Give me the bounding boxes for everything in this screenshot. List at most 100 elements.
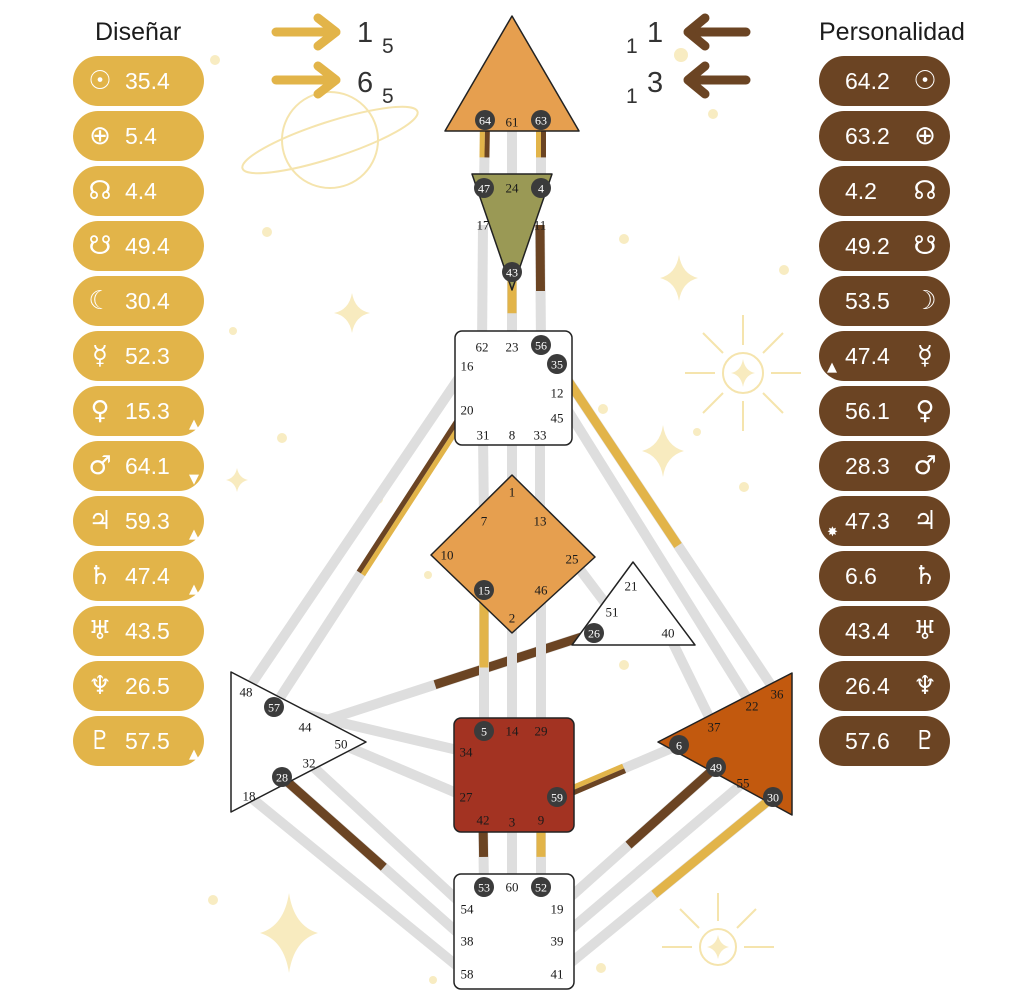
gate-4[interactable]: 4 xyxy=(538,182,544,196)
gate-30[interactable]: 30 xyxy=(767,791,779,805)
gate-51[interactable]: 51 xyxy=(606,605,619,620)
gate-62[interactable]: 62 xyxy=(476,340,489,355)
personality-activation-south-node[interactable]: 49.2☋ xyxy=(819,221,950,271)
gate-12[interactable]: 12 xyxy=(551,386,564,401)
gate-36[interactable]: 36 xyxy=(771,687,785,702)
personality-activation-mercury[interactable]: 47.4☿▲ xyxy=(819,331,950,381)
design-activation-mercury[interactable]: ☿52.3 xyxy=(73,331,204,381)
gate-46[interactable]: 46 xyxy=(535,583,549,598)
gate-3[interactable]: 3 xyxy=(509,815,516,830)
gate-44[interactable]: 44 xyxy=(299,720,313,735)
gate-11[interactable]: 11 xyxy=(534,218,547,233)
gate-1[interactable]: 1 xyxy=(509,485,516,500)
design-activation-neptune[interactable]: ♆26.5 xyxy=(73,661,204,711)
design-arrow-sub: 5 xyxy=(382,85,394,108)
gate-55[interactable]: 55 xyxy=(737,776,750,791)
gate-21[interactable]: 21 xyxy=(625,579,638,594)
gate-20[interactable]: 20 xyxy=(461,403,474,418)
heart-center[interactable] xyxy=(571,561,696,646)
earth-icon: ⊕ xyxy=(89,121,111,151)
gate-37[interactable]: 37 xyxy=(708,720,722,735)
gate-23[interactable]: 23 xyxy=(506,340,519,355)
gate-48[interactable]: 48 xyxy=(240,685,253,700)
gate-24[interactable]: 24 xyxy=(506,181,520,196)
gate-31[interactable]: 31 xyxy=(477,428,490,443)
gate-29[interactable]: 29 xyxy=(535,724,548,739)
personality-activation-mars[interactable]: 28.3♂ xyxy=(819,441,950,491)
gate-52[interactable]: 52 xyxy=(535,881,547,895)
gate-28[interactable]: 28 xyxy=(276,771,288,785)
gate-34[interactable]: 34 xyxy=(460,745,474,760)
gate-43[interactable]: 43 xyxy=(506,266,518,280)
personality-activation-earth[interactable]: 63.2⊕ xyxy=(819,111,950,161)
personality-activation-north-node[interactable]: 4.2☊ xyxy=(819,166,950,216)
design-activation-north-node[interactable]: ☊4.4 xyxy=(73,166,204,216)
design-activation-venus[interactable]: ♀15.3▲ xyxy=(73,386,204,436)
personality-activation-pluto[interactable]: 57.6♇ xyxy=(819,716,950,766)
design-activation-earth[interactable]: ⊕5.4 xyxy=(73,111,204,161)
gate-10[interactable]: 10 xyxy=(441,548,454,563)
gate-14[interactable]: 14 xyxy=(506,724,520,739)
gate-6[interactable]: 6 xyxy=(676,739,682,753)
gate-9[interactable]: 9 xyxy=(538,813,545,828)
personality-activation-venus[interactable]: 56.1♀ xyxy=(819,386,950,436)
gate-18[interactable]: 18 xyxy=(243,789,256,804)
gate-63[interactable]: 63 xyxy=(535,114,547,128)
gate-64[interactable]: 64 xyxy=(479,114,491,128)
gate-26[interactable]: 26 xyxy=(588,627,600,641)
throat-center[interactable] xyxy=(454,330,573,446)
personality-activation-uranus[interactable]: 43.4♅ xyxy=(819,606,950,656)
gate-25[interactable]: 25 xyxy=(566,552,579,567)
gate-38[interactable]: 38 xyxy=(461,934,474,949)
gate-27[interactable]: 27 xyxy=(460,790,474,805)
design-activation-jupiter[interactable]: ♃59.3▲ xyxy=(73,496,204,546)
gate-57[interactable]: 57 xyxy=(268,701,280,715)
design-activation-mars[interactable]: ♂64.1▼ xyxy=(73,441,204,491)
gate-40[interactable]: 40 xyxy=(662,626,675,641)
gate-7[interactable]: 7 xyxy=(481,514,488,529)
gate-53[interactable]: 53 xyxy=(478,881,490,895)
gate-17[interactable]: 17 xyxy=(477,218,491,233)
personality-activation-sun[interactable]: 64.2☉ xyxy=(819,56,950,106)
design-activation-uranus[interactable]: ♅43.5 xyxy=(73,606,204,656)
personality-activation-moon[interactable]: 53.5☽ xyxy=(819,276,950,326)
gate-33[interactable]: 33 xyxy=(534,428,547,443)
personality-activation-saturn[interactable]: 6.6♄ xyxy=(819,551,950,601)
g-center[interactable] xyxy=(430,474,596,634)
solar-plexus-center[interactable] xyxy=(657,672,793,816)
personality-activation-jupiter[interactable]: 47.3♃✸ xyxy=(819,496,950,546)
gate-54[interactable]: 54 xyxy=(461,902,475,917)
gate-2[interactable]: 2 xyxy=(509,611,516,626)
gate-8[interactable]: 8 xyxy=(509,428,516,443)
gate-61[interactable]: 61 xyxy=(506,115,519,130)
ajna-center[interactable] xyxy=(471,173,553,291)
gate-5[interactable]: 5 xyxy=(481,725,487,739)
head-center[interactable] xyxy=(444,15,580,132)
design-activation-saturn[interactable]: ♄47.4▲ xyxy=(73,551,204,601)
gate-15[interactable]: 15 xyxy=(478,584,490,598)
design-activation-moon[interactable]: ☾30.4 xyxy=(73,276,204,326)
design-activation-pluto[interactable]: ♇57.5▲ xyxy=(73,716,204,766)
gate-60[interactable]: 60 xyxy=(506,880,519,895)
gate-22[interactable]: 22 xyxy=(746,699,759,714)
gate-41[interactable]: 41 xyxy=(551,967,564,982)
gate-49[interactable]: 49 xyxy=(710,761,722,775)
gate-39[interactable]: 39 xyxy=(551,934,564,949)
gate-59[interactable]: 59 xyxy=(551,791,563,805)
gate-32[interactable]: 32 xyxy=(303,756,316,771)
gate-47[interactable]: 47 xyxy=(478,182,490,196)
gate-35[interactable]: 35 xyxy=(551,358,563,372)
gate-16[interactable]: 16 xyxy=(461,359,475,374)
personality-activation-neptune[interactable]: 26.4♆ xyxy=(819,661,950,711)
gate-45[interactable]: 45 xyxy=(551,411,564,426)
root-center[interactable] xyxy=(453,873,575,990)
gate-42[interactable]: 42 xyxy=(477,813,490,828)
sacral-center[interactable] xyxy=(453,717,575,833)
gate-56[interactable]: 56 xyxy=(535,339,547,353)
gate-13[interactable]: 13 xyxy=(534,514,547,529)
design-activation-south-node[interactable]: ☋49.4 xyxy=(73,221,204,271)
design-activation-sun[interactable]: ☉35.4 xyxy=(73,56,204,106)
gate-50[interactable]: 50 xyxy=(335,737,348,752)
gate-19[interactable]: 19 xyxy=(551,902,564,917)
gate-58[interactable]: 58 xyxy=(461,967,474,982)
